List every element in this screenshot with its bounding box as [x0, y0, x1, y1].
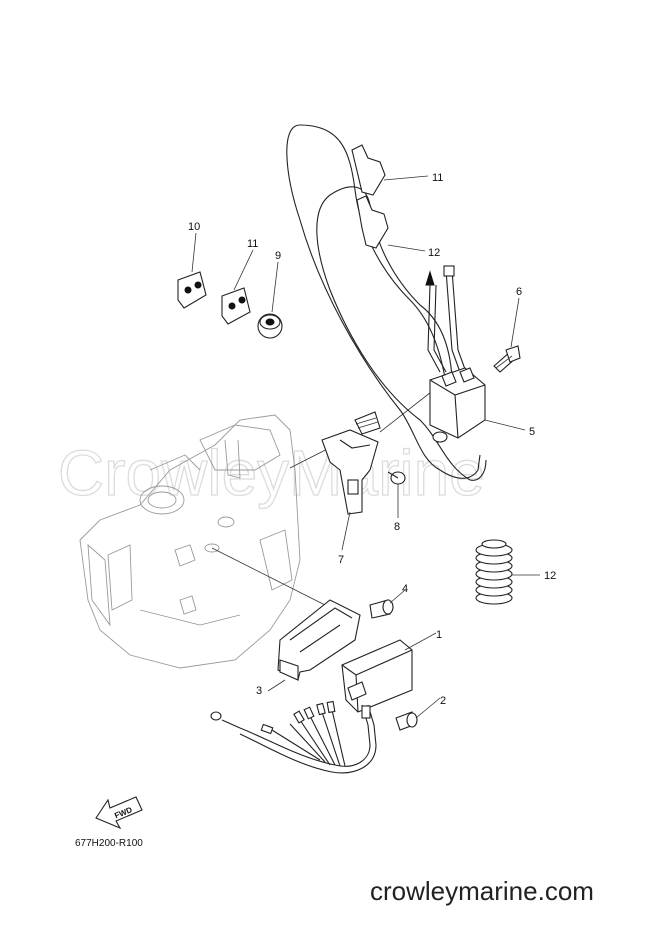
- watermark-text: CrowleyMarine: [58, 437, 485, 509]
- high-tension-leads: [286, 124, 487, 481]
- grommet-12: [475, 539, 513, 605]
- coil-output-wires: [425, 265, 467, 373]
- callout-5: 5: [529, 426, 535, 438]
- bolt-2: [395, 711, 418, 731]
- callout-11-bottom: 12: [428, 247, 440, 259]
- engine-block-outline: [79, 414, 301, 669]
- callout-8: 8: [394, 521, 400, 533]
- callout-12: 12: [544, 570, 556, 582]
- fwd-arrow-icon: FWD: [95, 796, 143, 830]
- callout-7: 7: [338, 554, 344, 566]
- callout-10-right: 11: [247, 238, 258, 250]
- callout-6: 6: [516, 286, 522, 298]
- cdi-bracket: [277, 599, 361, 681]
- spark-plug-cap-11b: [356, 195, 389, 249]
- bolt-4: [369, 599, 394, 619]
- callout-10-left: 10: [188, 221, 200, 233]
- drawing-code: 677H200-R100: [75, 838, 143, 849]
- callout-3: 3: [256, 685, 262, 697]
- callout-4: 4: [402, 583, 408, 595]
- footer-url: crowleymarine.com: [370, 876, 594, 906]
- clamp-10a: [177, 271, 207, 309]
- coil-bracket: [321, 411, 381, 515]
- bolt-6: [493, 345, 521, 373]
- clamp-10b: [221, 287, 251, 325]
- callout-1: 1: [436, 629, 442, 641]
- cdi-unit: [341, 639, 413, 713]
- callout-9: 9: [275, 250, 281, 262]
- callout-leaders: [191, 175, 540, 719]
- leader-line-bracket: [211, 547, 326, 606]
- callout-11-top: 11: [432, 172, 443, 184]
- collar-9: [257, 313, 283, 339]
- spark-plug-cap-11a: [351, 144, 386, 196]
- wire-harness: [210, 700, 377, 774]
- ignition-coil: [429, 367, 486, 443]
- callout-2: 2: [440, 695, 446, 707]
